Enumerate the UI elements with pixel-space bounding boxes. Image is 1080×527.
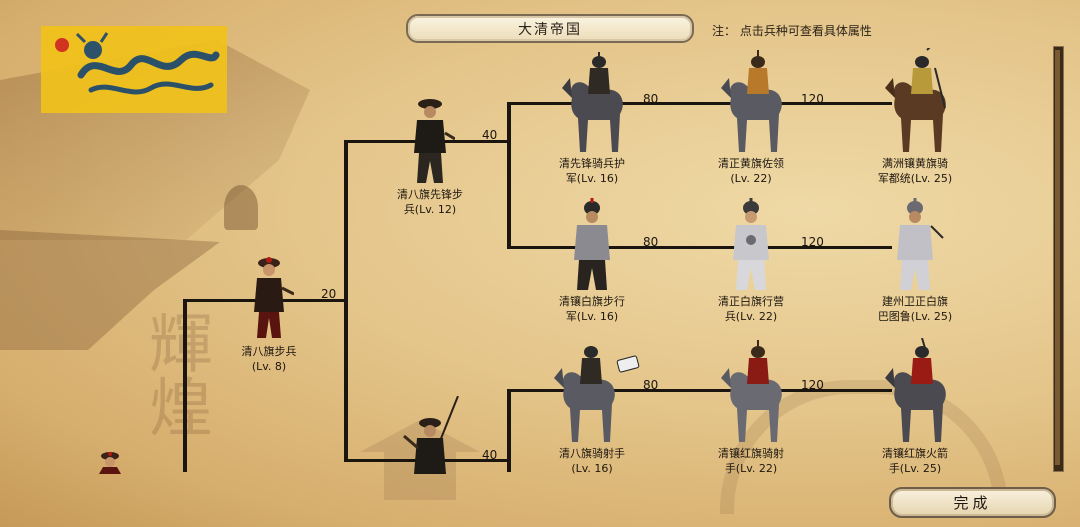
infantry-soldier-icon xyxy=(733,198,769,290)
unit-qing-bordered-red-rocketeer[interactable]: 清镶红旗火箭 手(Lv. 25) xyxy=(855,338,975,476)
unit-label: 满洲镶黄旗骑 军都统(Lv. 25) xyxy=(877,157,953,185)
unit-label: 清正黄旗佐领 (Lv. 22) xyxy=(718,157,784,185)
unit-label: 清八旗先锋步 兵(Lv. 12) xyxy=(397,188,463,216)
bell-icon xyxy=(224,185,258,230)
cavalry-rider-icon xyxy=(562,52,623,152)
unit-qing-banner-horse-archer[interactable]: 清八旗骑射手 (Lv. 16) xyxy=(532,338,652,476)
tree-connector xyxy=(507,246,892,249)
tree-connector xyxy=(507,102,892,105)
unit-qing-bordered-red-horse-archer[interactable]: 清镶红旗骑射 手(Lv. 22) xyxy=(691,338,811,476)
cavalry-rider-icon xyxy=(721,340,782,442)
unit-label: 清先锋骑兵护 军(Lv. 16) xyxy=(559,157,625,185)
unit-qing-bordered-white-infantry[interactable]: 清镶白旗步行 军(Lv. 16) xyxy=(532,198,652,324)
unit-bottom-vanguard[interactable] xyxy=(370,396,490,474)
red-sun-icon xyxy=(55,38,69,52)
faction-title: 大清帝国 xyxy=(406,14,694,43)
infantry-soldier-icon xyxy=(254,257,294,338)
hint-text: 注： 点击兵种可查看具体属性 xyxy=(712,24,872,38)
dragon-icon xyxy=(75,32,220,95)
background-calligraphy: 輝煌 xyxy=(138,310,212,438)
tree-connector xyxy=(507,390,511,472)
unit-label: 清镶红旗火箭 手(Lv. 25) xyxy=(882,447,948,475)
upgrade-cost: 120 xyxy=(801,235,824,249)
cavalry-rider-icon xyxy=(554,346,640,442)
upgrade-cost: 20 xyxy=(321,287,337,301)
unit-label: 清八旗步兵 (Lv. 8) xyxy=(241,345,297,373)
upgrade-cost: 120 xyxy=(801,92,824,106)
upgrade-cost: 40 xyxy=(482,128,498,142)
tree-connector xyxy=(183,300,187,472)
infantry-soldier-icon xyxy=(574,198,610,290)
cavalry-rider-icon xyxy=(721,50,782,152)
unit-label: 清正白旗行营 兵(Lv. 22) xyxy=(718,295,784,323)
unit-manchu-bordered-yellow-commander[interactable]: 满洲镶黄旗骑 军都统(Lv. 25) xyxy=(855,48,975,186)
cavalry-rider-icon xyxy=(885,338,946,442)
infantry-soldier-icon xyxy=(403,396,459,474)
infantry-soldier-icon xyxy=(414,99,455,183)
tree-connector xyxy=(344,140,348,462)
upgrade-cost: 80 xyxy=(643,378,659,392)
upgrade-cost: 80 xyxy=(643,92,659,106)
soldier-portrait-icon xyxy=(99,452,121,474)
cavalry-rider-icon xyxy=(885,48,946,152)
unit-label: 清镶白旗步行 军(Lv. 16) xyxy=(559,295,625,323)
done-button[interactable]: 完成 xyxy=(889,487,1056,518)
infantry-soldier-icon xyxy=(897,198,944,290)
tree-connector xyxy=(507,389,892,392)
unit-label: 建州卫正白旗 巴图鲁(Lv. 25) xyxy=(877,295,953,323)
upgrade-cost: 80 xyxy=(643,235,659,249)
unit-qing-banner-vanguard-infantry[interactable]: 清八旗先锋步 兵(Lv. 12) xyxy=(370,95,490,217)
unit-qing-vanguard-cavalry-guard[interactable]: 清先锋骑兵护 军(Lv. 16) xyxy=(532,48,652,186)
upgrade-cost: 40 xyxy=(482,448,498,462)
unit-qing-plain-white-camp-soldier[interactable]: 清正白旗行营 兵(Lv. 22) xyxy=(691,198,811,324)
unit-qing-plain-yellow-zuoling[interactable]: 清正黄旗佐领 (Lv. 22) xyxy=(691,48,811,186)
unit-qing-banner-infantry[interactable]: 清八旗步兵 (Lv. 8) xyxy=(209,254,329,374)
tree-connector xyxy=(507,102,511,248)
unit-label: 清八旗骑射手 (Lv. 16) xyxy=(559,447,625,475)
upgrade-cost: 120 xyxy=(801,378,824,392)
scrollbar-thumb[interactable] xyxy=(1055,50,1060,465)
qing-dragon-flag xyxy=(41,26,227,113)
unit-label: 清镶红旗骑射 手(Lv. 22) xyxy=(718,447,784,475)
unit-jianzhou-plain-white-baturu[interactable]: 建州卫正白旗 巴图鲁(Lv. 25) xyxy=(855,198,975,324)
